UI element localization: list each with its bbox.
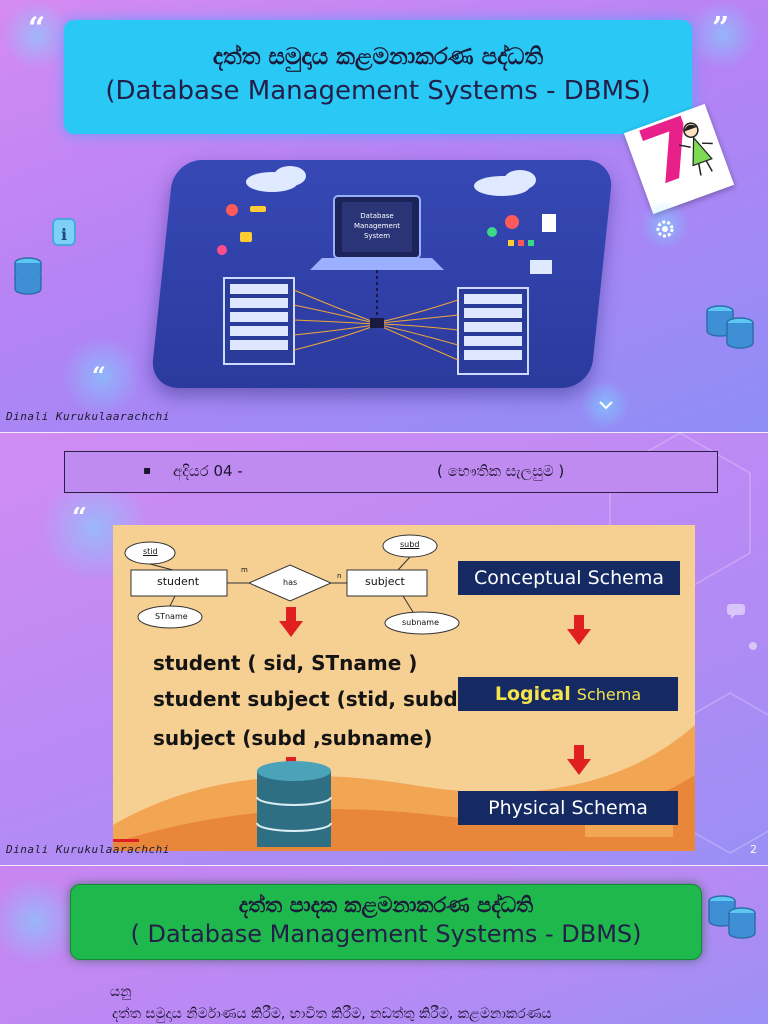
phase-label: අදියර 04 -: [173, 462, 243, 480]
database-stack-icon: [708, 895, 756, 939]
slide-title-english: ( Database Management Systems - DBMS): [130, 920, 642, 948]
author-name: Dinali Kurukulaarachchi: [6, 843, 170, 856]
slide-title-box: දත්ත පාදක කළමනාකරණ පද්ධති ( Database Man…: [70, 884, 702, 960]
phase-description: ( භෞතික සැලසුම ): [437, 462, 565, 480]
entity-student-label: student: [157, 575, 200, 588]
svg-text:i: i: [61, 225, 67, 244]
attr-stname-label: STname: [155, 612, 188, 621]
grade-7-badge: 7: [623, 99, 735, 215]
slide-title-sinhala: දත්ත පාදක කළමනාකරණ පද්ධති: [238, 893, 534, 917]
logical-schema-suffix: Schema: [576, 685, 642, 704]
glow-decoration: [2, 0, 72, 70]
cardinality-n-label: n: [337, 572, 342, 580]
slide-2: ▪ අදියර 04 - ( භෞතික සැලසුම ) “: [0, 433, 768, 865]
physical-schema-box: Physical Schema: [458, 791, 678, 825]
relation-student-line: student ( sid, STname ): [153, 651, 418, 675]
slide-title-english: (Database Management Systems - DBMS): [105, 76, 651, 106]
glow-decoration: [688, 0, 758, 70]
slide-title-sinhala: දත්ත සමුදාය කළමනාකරණ පද්ධති: [212, 44, 544, 70]
attr-subd-label: subd: [400, 540, 420, 549]
database-stack-icon: [706, 305, 754, 349]
chevron-down-icon: [599, 401, 613, 410]
dot-icon: [749, 642, 757, 650]
ribbon-bullet: ▪: [143, 463, 152, 477]
slide-separator: [0, 865, 768, 866]
database-icon: [14, 257, 42, 295]
laptop-screen-line-1: Database: [360, 212, 393, 220]
page-number: 2: [750, 843, 757, 856]
schema-diagram: stid student has m n subject STname subd…: [113, 525, 695, 851]
open-quote-icon: “: [28, 11, 46, 46]
slide-separator: [0, 432, 768, 433]
cardinality-m-label: m: [241, 566, 248, 574]
stick-figure-icon: [679, 122, 713, 176]
close-quote-icon: ”: [712, 11, 730, 46]
slide-3: දත්ත පාදක කළමනාකරණ පද්ධති ( Database Man…: [0, 866, 768, 1024]
relationship-has-label: has: [283, 578, 298, 587]
laptop-screen-line-3: System: [364, 232, 390, 240]
gear-icon: [656, 220, 674, 238]
glow-decoration: [580, 380, 630, 430]
attr-subname-label: subname: [402, 618, 440, 627]
attr-stid-label: stid: [143, 547, 158, 556]
entity-subject-label: subject: [365, 575, 405, 588]
conceptual-schema-box: Conceptual Schema: [458, 561, 680, 595]
dbms-illustration-art: Database Management System: [217, 166, 556, 375]
open-quote-icon: “: [72, 503, 87, 533]
author-name: Dinali Kurukulaarachchi: [6, 410, 170, 423]
small-quote-icon: “: [92, 361, 106, 390]
logical-schema-box: Logical Schema: [458, 677, 678, 711]
glow-decoration: [640, 200, 690, 250]
slide-1: “ ” දත්ත සමුදාය කළමනාකරණ පද්ධති (Databas…: [0, 0, 768, 432]
definition-text: දත්ත සමුදාය නිර්මාණය කිරීම, භාවිත කිරීම,…: [112, 1006, 552, 1022]
laptop-screen-line-2: Management: [354, 222, 400, 230]
relation-subject-line: subject (subd ,subname): [153, 726, 433, 750]
glow-decoration: [0, 876, 80, 966]
glow-decoration: [62, 336, 142, 416]
slide-title-box: දත්ත සමුදාය කළමනාකරණ පද්ධති (Database Ma…: [64, 20, 692, 134]
chat-bubble-icon: [727, 604, 745, 619]
phase-ribbon: ▪ අදියර 04 - ( භෞතික සැලසුම ): [64, 451, 718, 493]
logical-schema-word: Logical: [494, 683, 571, 705]
dbms-illustration: Database Management System: [150, 160, 614, 388]
database-cylinder-icon: [256, 761, 332, 847]
relation-student-subject-line: student subject (stid, subd): [153, 687, 467, 711]
info-icon: i: [52, 218, 76, 246]
yanu-label: යනු: [110, 984, 132, 1000]
